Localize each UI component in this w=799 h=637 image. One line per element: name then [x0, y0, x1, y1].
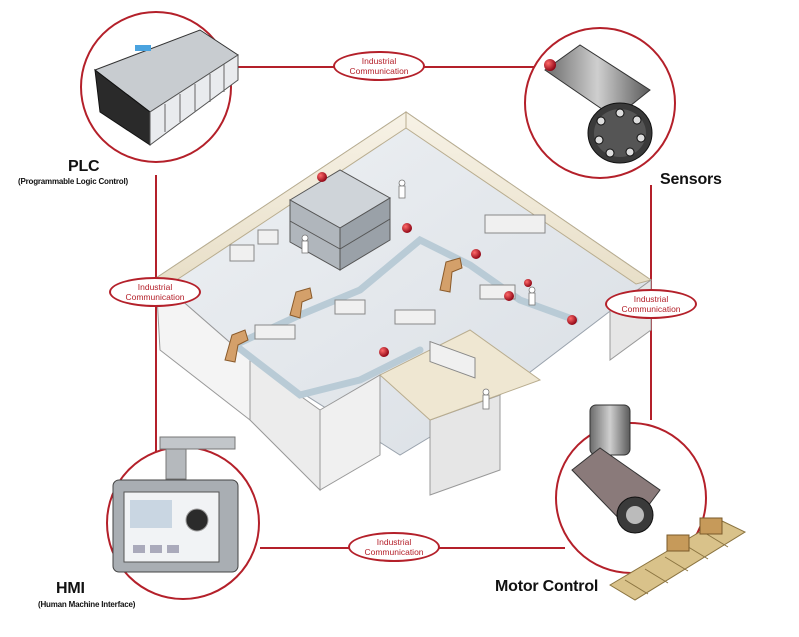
link-label-top-line2: Communication: [349, 66, 409, 76]
link-label-right-line2: Communication: [621, 304, 681, 314]
sensors-title: Sensors: [660, 171, 722, 188]
hmi-title: HMI: [56, 580, 85, 597]
link-label-top: Industrial Communication: [333, 51, 425, 81]
plc-title: PLC: [68, 158, 100, 175]
storage-rack: [289, 169, 391, 271]
node-marker: [471, 249, 481, 259]
factory-illustration: [154, 111, 653, 496]
node-marker: [504, 291, 514, 301]
node-marker: [402, 223, 412, 233]
link-label-left-line1: Industrial: [137, 282, 173, 292]
hmi-node: [106, 436, 260, 600]
link-label-bottom: Industrial Communication: [348, 532, 440, 562]
link-label-left: Industrial Communication: [109, 277, 201, 307]
plc-subtitle: (Programmable Logic Control): [18, 177, 128, 186]
node-marker: [317, 172, 327, 182]
link-label-right-line1: Industrial: [633, 294, 669, 304]
link-label-bottom-line1: Industrial: [376, 537, 412, 547]
node-marker: [524, 279, 532, 287]
node-marker: [379, 347, 389, 357]
plc-node: [80, 11, 239, 163]
motor-title: Motor Control: [495, 578, 599, 595]
node-marker: [567, 315, 577, 325]
hmi-subtitle: (Human Machine Interface): [38, 600, 136, 609]
link-label-top-line1: Industrial: [361, 56, 397, 66]
link-label-bottom-line2: Communication: [364, 547, 424, 557]
link-label-left-line2: Communication: [125, 292, 185, 302]
sensors-node: [524, 27, 676, 179]
network-node-markers: [317, 172, 577, 357]
link-label-right: Industrial Communication: [605, 289, 697, 319]
motor-node: [555, 404, 747, 601]
